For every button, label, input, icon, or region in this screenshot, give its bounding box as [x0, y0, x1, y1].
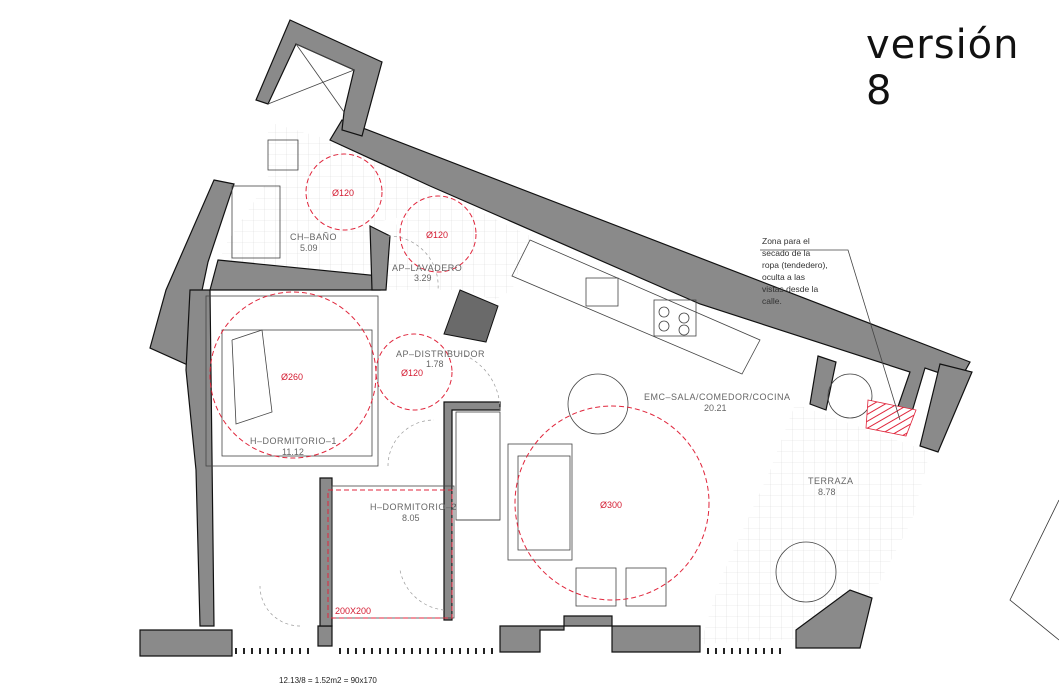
wall-bottom-block [499, 615, 701, 653]
fixtures [205, 43, 1059, 641]
terrace-table [775, 541, 837, 603]
turning-label-living: Ø300 [600, 500, 622, 510]
note-line-3: ropa (tendedero), [762, 260, 828, 270]
room-name-laundry: AP–LAVADERO [392, 263, 462, 273]
turning-circles: Ø120 Ø120 Ø120 Ø260 Ø300 200X200 [209, 153, 710, 619]
room-area-bath: 5.09 [300, 243, 318, 253]
room-labels: CH–BAÑO 5.09 AP–LAVADERO 3.29 AP–DISTRIB… [250, 232, 854, 523]
room-area-living: 20.21 [704, 403, 727, 413]
wall-bottom-left [139, 629, 233, 657]
turning-circle-laundry [399, 195, 477, 273]
note-line-1: Zona para el [762, 236, 810, 246]
bath-sink [267, 139, 299, 171]
bedroom2-outline [331, 485, 455, 619]
drying-zone [865, 399, 917, 437]
turning-label-hall: Ø120 [401, 368, 423, 378]
note-line-4: oculta a las [762, 272, 805, 282]
turning-circle-living [514, 405, 710, 601]
room-area-bedroom2: 8.05 [402, 513, 420, 523]
wall-bottom-right [795, 589, 873, 649]
terrain-line [1009, 499, 1059, 641]
turning-circle-bedroom1 [209, 291, 377, 459]
turning-circle-hall [375, 333, 453, 411]
bedroom1-outline [205, 295, 379, 467]
note-line-2: secado de la [762, 248, 810, 258]
wall-terrace-pillar [809, 355, 837, 411]
room-area-hall: 1.78 [426, 359, 444, 369]
kitchen-counter [511, 239, 761, 375]
note-leader [760, 249, 901, 421]
version-title: versión 8 [866, 22, 1020, 114]
wardrobe [455, 411, 501, 521]
walls [139, 19, 973, 657]
washing-machine [443, 289, 499, 343]
armchair-2 [625, 567, 667, 607]
drying-note: Zona para el secado de la ropa (tendeder… [762, 236, 828, 306]
turning-circle-bath [305, 153, 383, 231]
shower [231, 185, 281, 259]
wall-bottom-mid [317, 625, 333, 647]
armchair-1 [575, 567, 617, 607]
turning-label-bedroom1: Ø260 [281, 372, 303, 382]
bed-double [221, 329, 373, 457]
room-area-bedroom1: 11.12 [282, 447, 304, 457]
wall-corridor-right [443, 401, 501, 621]
bed-clearance-rect [327, 489, 453, 619]
turning-label-bath: Ø120 [332, 188, 354, 198]
bed-size-label: 200X200 [335, 606, 371, 616]
facade-marks [235, 648, 781, 654]
cooktop [653, 299, 697, 337]
dining-table [567, 373, 629, 435]
note-line-5: vistas desde la [762, 284, 818, 294]
sofa [507, 443, 573, 561]
room-area-terrace: 8.78 [818, 487, 836, 497]
room-name-bath: CH–BAÑO [290, 232, 337, 242]
room-name-bedroom2: H–DORMITORIO–2 [370, 502, 457, 512]
tiled-areas [222, 122, 930, 644]
wall-bed2-left [319, 477, 333, 627]
door-swings [259, 235, 501, 627]
turning-label-laundry: Ø120 [426, 230, 448, 240]
terrace-planter [827, 373, 873, 419]
room-area-laundry: 3.29 [414, 273, 432, 283]
room-name-living: EMC–SALA/COMEDOR/COCINA [644, 392, 791, 402]
sink [585, 277, 619, 307]
wall-left-lower [185, 289, 215, 627]
room-name-bedroom1: H–DORMITORIO–1 [250, 436, 337, 446]
wall-right-end [919, 363, 973, 453]
footer-calculation: 12.13/8 = 1.52m2 = 90x170 [279, 676, 377, 685]
wall-skylight-block [255, 19, 383, 137]
room-name-hall: AP–DISTRIBUIDOR [396, 349, 485, 359]
room-name-terrace: TERRAZA [808, 476, 854, 486]
note-line-6: calle. [762, 296, 782, 306]
wall-bath-partition [369, 225, 391, 291]
